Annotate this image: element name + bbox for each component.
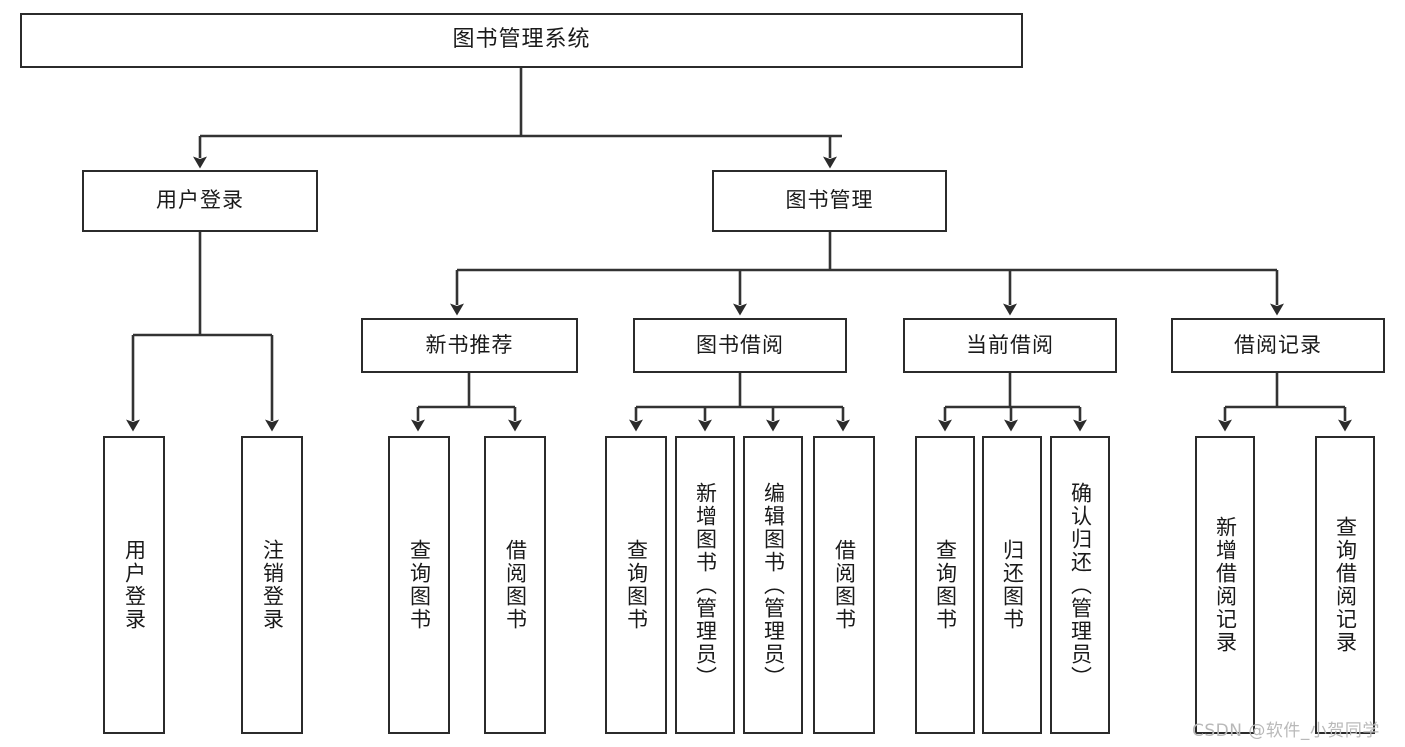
node-label: 当前借阅 [966,332,1054,357]
leaf-edit-book-admin[interactable]: 编辑图书（管理员） [743,436,803,734]
node-label: 用户登录 [156,188,244,213]
node-label: 图书管理 [785,188,874,213]
node-root-system[interactable]: 图书管理系统 [20,13,1023,68]
node-label: 图书管理系统 [452,27,591,53]
node-label: 新书推荐 [425,332,514,357]
node-user-login[interactable]: 用户登录 [82,170,318,232]
leaf-query-borrow-record[interactable]: 查询借阅记录 [1315,436,1375,734]
node-label: 借阅图书 [503,539,528,631]
node-label: 借阅图书 [832,539,857,631]
node-new-book-recommend[interactable]: 新书推荐 [361,318,578,373]
node-label: 查询图书 [933,539,958,631]
leaf-borrow-book-recommend[interactable]: 借阅图书 [484,436,546,734]
leaf-add-borrow-record[interactable]: 新增借阅记录 [1195,436,1255,734]
leaf-logout[interactable]: 注销登录 [241,436,303,734]
node-label: 用户登录 [122,539,147,631]
node-label: 借阅记录 [1234,332,1322,357]
node-book-borrow[interactable]: 图书借阅 [633,318,847,373]
leaf-confirm-return-admin[interactable]: 确认归还（管理员） [1050,436,1110,734]
leaf-user-login[interactable]: 用户登录 [103,436,165,734]
node-borrow-record[interactable]: 借阅记录 [1171,318,1385,373]
node-label: 查询借阅记录 [1333,516,1358,654]
csdn-watermark: CSDN @软件_小贺同学 [1192,721,1380,741]
leaf-return-book[interactable]: 归还图书 [982,436,1042,734]
node-label: 新增图书（管理员） [693,481,718,689]
node-label: 图书借阅 [696,332,784,357]
node-label: 注销登录 [260,539,285,631]
node-book-management[interactable]: 图书管理 [712,170,947,232]
node-label: 确认归还（管理员） [1068,481,1093,689]
leaf-query-book-recommend[interactable]: 查询图书 [388,436,450,734]
node-label: 查询图书 [407,539,432,631]
leaf-query-book-current[interactable]: 查询图书 [915,436,975,734]
leaf-borrow-book[interactable]: 借阅图书 [813,436,875,734]
leaf-query-book-borrow[interactable]: 查询图书 [605,436,667,734]
node-label: 查询图书 [624,539,649,631]
node-label: 新增借阅记录 [1213,516,1238,654]
node-current-borrow[interactable]: 当前借阅 [903,318,1117,373]
node-label: 编辑图书（管理员） [761,481,786,689]
node-label: 归还图书 [1000,539,1025,631]
leaf-add-book-admin[interactable]: 新增图书（管理员） [675,436,735,734]
